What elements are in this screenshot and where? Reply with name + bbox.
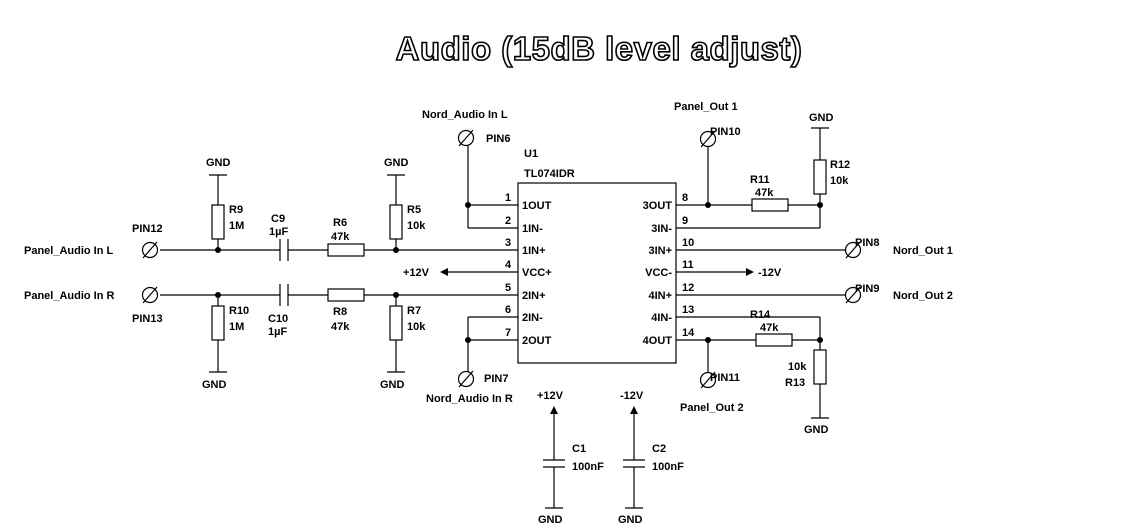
- u1-pin-number: 2: [505, 215, 511, 227]
- r11-ref: R11: [750, 174, 770, 186]
- decoupling-caps: +12V C1 100nF GND -12V C2 100nF GND: [537, 390, 684, 526]
- u1-opamp: U1 TL074IDR 1 2 3 4 5 6 7 1OUT 1IN- 1IN+…: [494, 148, 700, 364]
- pin6-label: PIN6: [486, 133, 510, 145]
- u1-pin-number: 13: [682, 304, 694, 316]
- gnd-label: GND: [809, 112, 834, 124]
- pin12-label: PIN12: [132, 223, 163, 235]
- pin13-net: Panel_Audio In R: [24, 290, 115, 302]
- gnd-label: GND: [804, 424, 829, 436]
- r9-value: 1M: [229, 220, 244, 232]
- gnd-label: GND: [206, 157, 231, 169]
- u1-pin-number: 4: [505, 259, 512, 271]
- u1-pin-name: 2OUT: [522, 335, 552, 347]
- c10-ref: C10: [268, 313, 288, 325]
- pin11-net: Panel_Out 2: [680, 402, 744, 414]
- u1-pin-name: 1IN+: [522, 245, 546, 257]
- buffer-2-feedback: PIN7 Nord_Audio In R: [426, 316, 513, 405]
- r7-value: 10k: [407, 321, 426, 333]
- c1-rail-label: +12V: [537, 390, 564, 402]
- stage-4-network: PIN9 Nord_Out 2 PIN11 Panel_Out 2 R14 47…: [680, 283, 953, 436]
- u1-pin-number: 9: [682, 215, 688, 227]
- pin13-label: PIN13: [132, 313, 163, 325]
- u1-pin-name: 3IN-: [651, 223, 672, 235]
- u1-pin-name: 1OUT: [522, 200, 552, 212]
- u1-pin-number: 12: [682, 282, 694, 294]
- u1-pin-number: 14: [682, 327, 695, 339]
- r13-value: 10k: [788, 361, 807, 373]
- u1-pin-number: 10: [682, 237, 694, 249]
- pin7-label: PIN7: [484, 373, 508, 385]
- r8-value: 47k: [331, 321, 350, 333]
- left-input-network: GND R9 1M C9 1µF R6 47k GND R5 10k PIN12…: [24, 157, 494, 261]
- r6-ref: R6: [333, 217, 347, 229]
- u1-pin-name: 2IN+: [522, 290, 546, 302]
- c2-value: 100nF: [652, 461, 684, 473]
- u1-pin-number: 11: [682, 259, 694, 271]
- u1-pin-number: 8: [682, 192, 688, 204]
- u1-pin-number: 7: [505, 327, 511, 339]
- pin12-net: Panel_Audio In L: [24, 245, 114, 257]
- pin10-label: PIN10: [710, 126, 741, 138]
- u1-pin-name: 3OUT: [643, 200, 673, 212]
- u1-pin-number: 6: [505, 304, 511, 316]
- supply-rails: +12V -12V: [403, 267, 782, 279]
- c10-value: 1µF: [268, 326, 287, 338]
- pin8-net: Nord_Out 1: [893, 245, 953, 257]
- pin10-net: Panel_Out 1: [674, 101, 738, 113]
- r14-value: 47k: [760, 322, 779, 334]
- r13-ref: R13: [785, 377, 805, 389]
- r9-ref: R9: [229, 204, 243, 216]
- pin9-label: PIN9: [855, 283, 879, 295]
- u1-pin-name: 4IN+: [648, 290, 672, 302]
- c2-rail-label: -12V: [620, 390, 644, 402]
- pin6-net: Nord_Audio In L: [422, 109, 508, 121]
- pin8-label: PIN8: [855, 237, 879, 249]
- pin11-label: PIN11: [710, 372, 740, 384]
- r12-ref: R12: [830, 159, 850, 171]
- u1-pin-name: VCC-: [645, 267, 672, 279]
- gnd-label: GND: [384, 157, 409, 169]
- vneg-label: -12V: [758, 267, 782, 279]
- u1-part: TL074IDR: [524, 168, 575, 180]
- gnd-label: GND: [538, 514, 563, 526]
- gnd-label: GND: [380, 379, 405, 391]
- u1-pin-name: 1IN-: [522, 223, 543, 235]
- u1-pin-name: VCC+: [522, 267, 552, 279]
- schematic-title: Audio (15dB level adjust): [395, 29, 803, 68]
- pin9-net: Nord_Out 2: [893, 290, 953, 302]
- r10-value: 1M: [229, 321, 244, 333]
- c9-value: 1µF: [269, 226, 288, 238]
- u1-pin-number: 5: [505, 282, 511, 294]
- u1-ref: U1: [524, 148, 538, 160]
- vpos-label: +12V: [403, 267, 430, 279]
- c1-value: 100nF: [572, 461, 604, 473]
- pin7-net: Nord_Audio In R: [426, 393, 513, 405]
- r10-ref: R10: [229, 305, 249, 317]
- u1-pin-name: 4OUT: [643, 335, 673, 347]
- gnd-label: GND: [618, 514, 643, 526]
- c2-ref: C2: [652, 443, 666, 455]
- r7-ref: R7: [407, 305, 421, 317]
- c9-ref: C9: [271, 213, 285, 225]
- stage-3-network: Panel_Out 1 PIN10 R11 47k GND R12 10k PI…: [674, 101, 953, 259]
- gnd-label: GND: [202, 379, 227, 391]
- u1-pin-name: 2IN-: [522, 312, 543, 324]
- r5-value: 10k: [407, 220, 426, 232]
- c1-ref: C1: [572, 443, 586, 455]
- r12-value: 10k: [830, 175, 849, 187]
- r6-value: 47k: [331, 231, 350, 243]
- right-input-network: GND R10 1M C10 1µF R8 47k GND R7 10k PIN…: [24, 284, 494, 391]
- u1-pin-name: 4IN-: [651, 312, 672, 324]
- u1-pin-name: 3IN+: [648, 245, 672, 257]
- r8-ref: R8: [333, 306, 347, 318]
- buffer-1-feedback: PIN6 Nord_Audio In L: [422, 109, 510, 229]
- r5-ref: R5: [407, 204, 421, 216]
- u1-pin-number: 3: [505, 237, 511, 249]
- r11-value: 47k: [755, 187, 774, 199]
- r14-ref: R14: [750, 309, 771, 321]
- u1-pin-number: 1: [505, 192, 511, 204]
